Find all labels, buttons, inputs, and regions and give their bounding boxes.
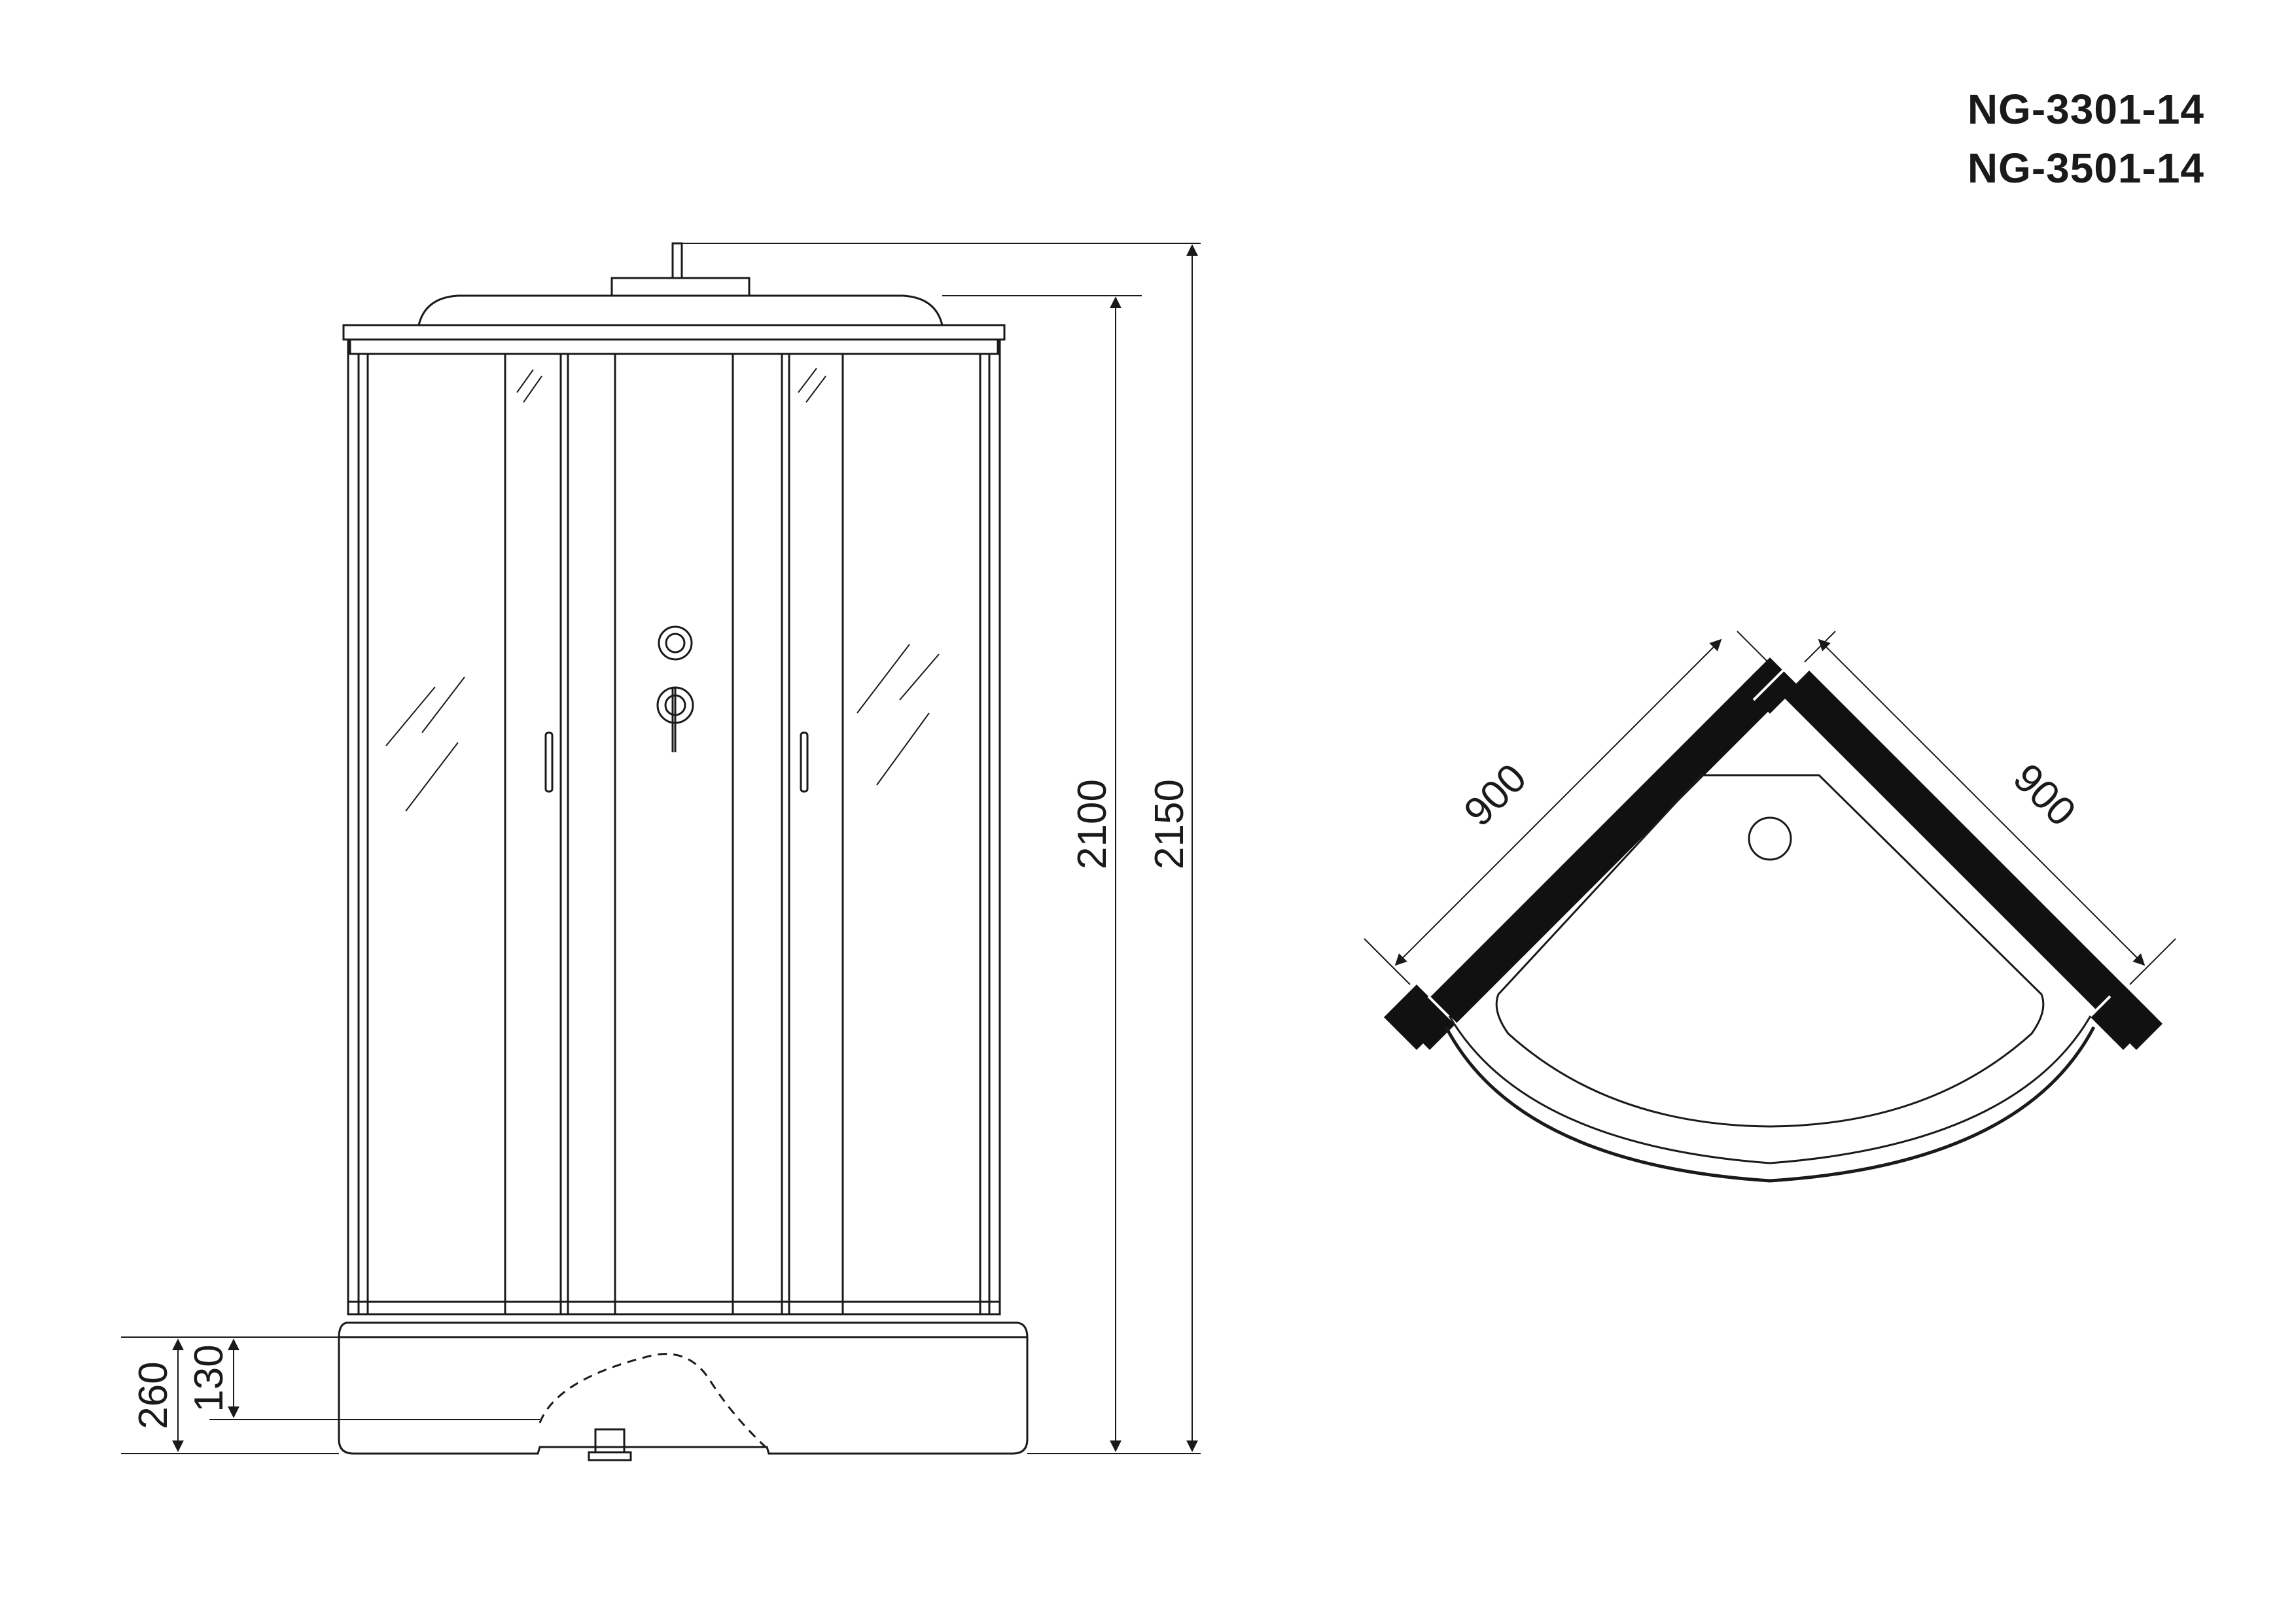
dim-label-900-left: 900 <box>1456 756 1536 835</box>
left-door-handle <box>544 731 554 793</box>
plan-tray-outline <box>1444 1026 2096 1183</box>
glass-reflection-lines <box>385 368 940 812</box>
front-view <box>338 242 1029 1461</box>
shower-tray <box>338 1321 1029 1455</box>
right-wall-profile <box>1783 671 2163 1050</box>
height-dimensions: 2100 2150 260 130 <box>121 243 1201 1454</box>
dim-label-130: 130 <box>186 1344 232 1412</box>
dim-line-900-left <box>1394 638 1722 966</box>
right-door <box>788 353 844 1316</box>
dim-label-900-right: 900 <box>2005 756 2085 835</box>
dim-label-2100: 2100 <box>1070 779 1115 869</box>
tray-siphon-cutout <box>539 1353 767 1448</box>
top-cornice <box>342 324 1006 341</box>
model-label-2: NG-3501-14 <box>1967 145 2204 192</box>
overhead-shower-fitting <box>610 277 751 297</box>
drain-foot <box>594 1428 626 1454</box>
dim-line-900-right <box>1818 638 2146 966</box>
left-wall-profile <box>1404 671 1783 1050</box>
roof-dome <box>417 294 944 326</box>
mixer-knob-top <box>658 625 693 661</box>
shower-stem <box>671 242 683 279</box>
plan-drain <box>1748 816 1792 861</box>
plan-view <box>1384 657 2163 1183</box>
central-panel <box>614 353 734 1316</box>
left-door <box>504 353 562 1316</box>
right-door-handle <box>800 731 809 793</box>
model-label-1: NG-3301-14 <box>1967 86 2204 133</box>
cabin-frame <box>347 338 1001 1316</box>
dim-label-2150: 2150 <box>1147 779 1192 869</box>
plan-tray-basin <box>1495 774 2045 1128</box>
bottom-rail <box>347 1300 1001 1316</box>
dim-label-260: 260 <box>131 1361 176 1429</box>
